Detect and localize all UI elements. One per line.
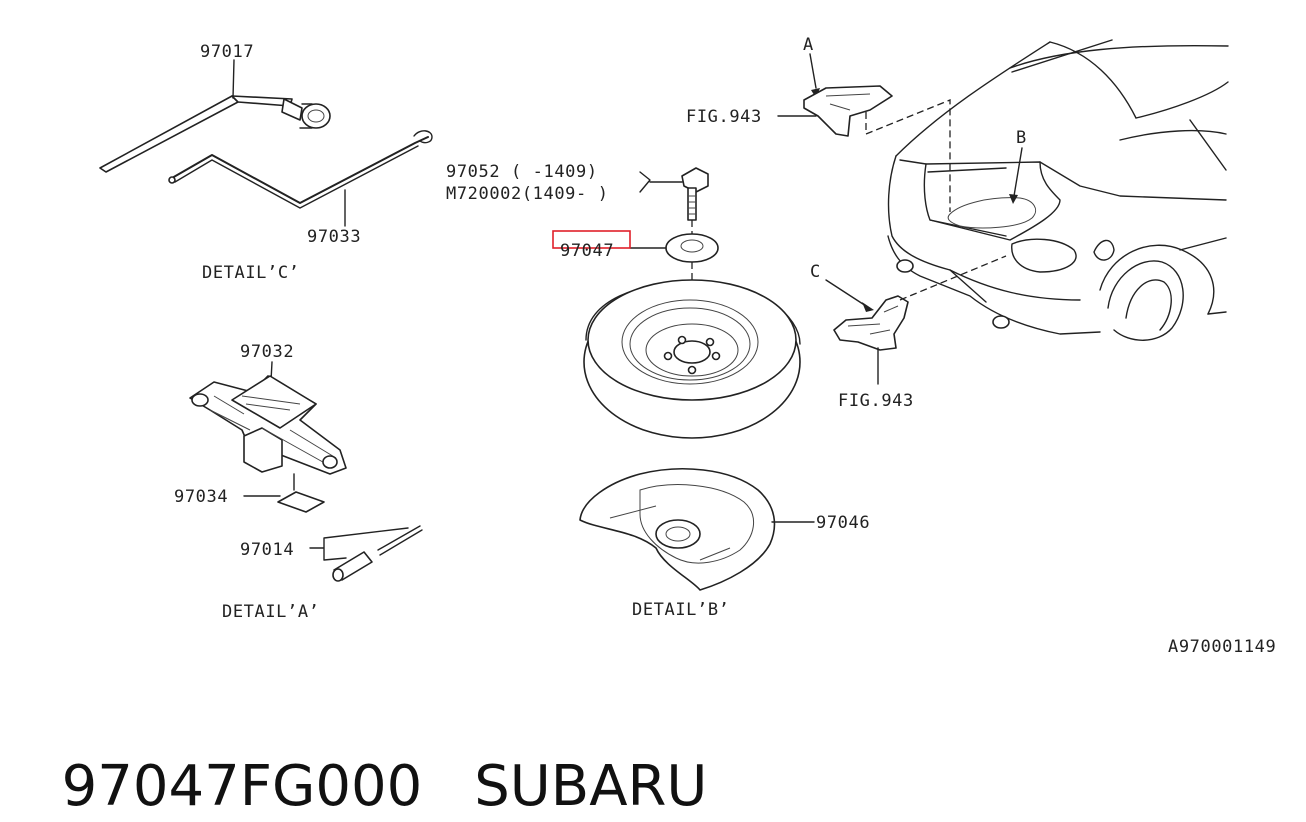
- callout-a[interactable]: A: [803, 35, 814, 55]
- jack-illustration[interactable]: [189, 375, 347, 475]
- spare-tire-tray-illustration[interactable]: [579, 468, 776, 591]
- detail-c-group: 97017 97033 DETAIL’C’: [99, 42, 433, 283]
- part-label-97033[interactable]: 97033: [307, 227, 361, 247]
- part-label-m720002[interactable]: M720002(1409- ): [446, 184, 609, 204]
- part-label-97014[interactable]: 97014: [240, 540, 294, 560]
- jack-label-sticker[interactable]: [277, 491, 325, 513]
- highlight-box: [552, 230, 631, 249]
- fig943-bottom-label[interactable]: FIG.943: [838, 391, 914, 411]
- part-label-97052[interactable]: 97052 ( -1409): [446, 162, 598, 182]
- part-label-97032[interactable]: 97032: [240, 342, 294, 362]
- jack-handle-illustration[interactable]: [168, 130, 433, 209]
- towing-hook-illustration[interactable]: [332, 525, 423, 582]
- spare-tire-group: 97052 ( -1409) M720002(1409- ) 97047: [446, 162, 870, 620]
- spacer-illustration[interactable]: [665, 233, 719, 263]
- vehicle-group: A FIG.943: [686, 35, 1229, 411]
- callout-b[interactable]: B: [1016, 128, 1027, 148]
- bracket-a-illustration[interactable]: [803, 85, 893, 137]
- detail-c-caption: DETAIL’C’: [202, 263, 300, 283]
- hold-down-bolt-illustration[interactable]: [681, 167, 709, 221]
- brand-name: SUBARU: [474, 754, 708, 819]
- part-number: 97047FG000: [61, 754, 423, 819]
- part-label-97046[interactable]: 97046: [816, 513, 870, 533]
- callout-c[interactable]: C: [810, 262, 821, 282]
- wheel-wrench-illustration[interactable]: [99, 95, 331, 173]
- detail-a-group: 97032 97034 97014 DETAIL’A’: [174, 342, 423, 622]
- part-label-97047[interactable]: 97047: [560, 241, 614, 261]
- parts-diagram: 97017 97033 DETAIL’C’ 97032 97034: [99, 35, 1276, 657]
- part-label-97034[interactable]: 97034: [174, 487, 228, 507]
- detail-b-caption: DETAIL’B’: [632, 600, 730, 620]
- part-title-bar: 97047FG000 SUBARU: [26, 682, 708, 819]
- bracket-c-illustration[interactable]: [833, 295, 909, 351]
- detail-a-caption: DETAIL’A’: [222, 602, 320, 622]
- diagram-id: A970001149: [1168, 637, 1276, 657]
- part-label-97017[interactable]: 97017: [200, 42, 254, 62]
- spare-tire-illustration[interactable]: [583, 279, 801, 439]
- vehicle-rear-illustration[interactable]: [887, 39, 1229, 341]
- fig943-top-label[interactable]: FIG.943: [686, 107, 762, 127]
